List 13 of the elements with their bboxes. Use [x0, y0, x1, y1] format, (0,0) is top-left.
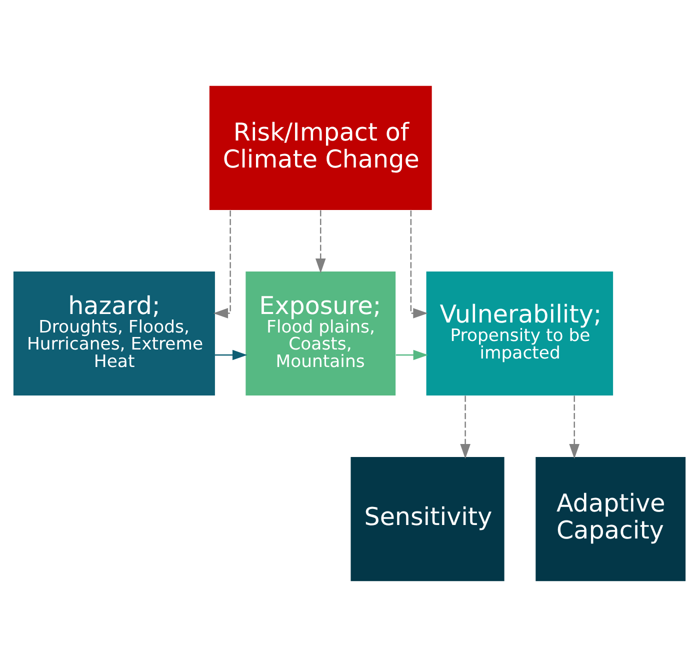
node-box: Vulnerability; Propensity to be impacted [426, 271, 614, 396]
arrow [213, 210, 231, 318]
arrow [569, 396, 580, 459]
arrow [410, 210, 428, 318]
node-box: Adaptive Capacity [536, 456, 686, 582]
arrow [396, 350, 428, 360]
arrow [315, 210, 326, 274]
node-box: hazard; Droughts, Floods, Hurricanes, Extreme Heat [13, 271, 215, 396]
node-box: Exposure; Flood plains, Coasts, Mountains [246, 271, 396, 396]
arrow [460, 396, 470, 459]
arrow [215, 350, 248, 360]
node-box: Risk/Impact of Climate Change [209, 86, 432, 210]
node-box: Sensitivity [350, 456, 504, 582]
